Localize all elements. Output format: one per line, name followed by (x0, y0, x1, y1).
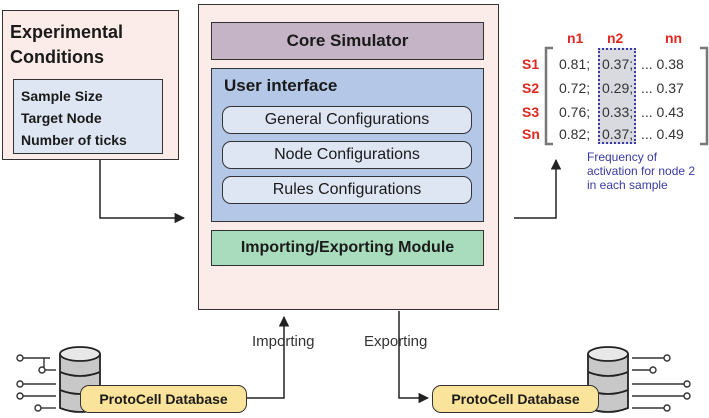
matrix-column-header: nn (665, 30, 683, 46)
rules-configurations-box: Rules Configurations (222, 176, 472, 204)
matrix-bracket-left (544, 46, 553, 146)
param-sample-size: Sample Size (21, 88, 103, 104)
frequency-note: Frequency of activation for node 2 in ea… (587, 150, 696, 192)
protocell-database-source: ProtoCell Database (80, 385, 247, 413)
database-icon-right (587, 346, 691, 413)
matrix-cell: ... 0.49 (641, 126, 684, 142)
matrix-cell-n2: 0.33; (602, 104, 634, 120)
arrow-exp-to-system (99, 160, 186, 224)
n2-column-highlight (598, 48, 636, 144)
matrix-row-label: S2 (522, 80, 540, 96)
param-target-node: Target Node (21, 110, 102, 126)
importing-exporting-module-box: Importing/Exporting Module (211, 230, 484, 266)
matrix-bracket-right (700, 46, 709, 146)
experimental-parameters-box: Sample Size Target Node Number of ticks (13, 79, 163, 154)
general-configurations-box: General Configurations (222, 106, 472, 134)
core-simulator-box: Core Simulator (211, 22, 484, 60)
matrix-column-header: n2 (607, 30, 624, 46)
matrix-cell: 0.81; (559, 56, 591, 72)
matrix-row-label: S1 (522, 56, 540, 72)
matrix-cell-n2: 0.37; (602, 56, 634, 72)
user-interface-title: User interface (224, 76, 338, 95)
matrix-column-header: n1 (567, 30, 584, 46)
matrix-cell: ... 0.38 (641, 56, 684, 72)
importing-label: Importing (252, 333, 315, 350)
exporting-label: Exporting (364, 333, 428, 350)
matrix-cell-n2: 0.29; (602, 80, 634, 96)
arrow-exporting (398, 311, 430, 404)
protocell-database-target: ProtoCell Database (432, 385, 599, 413)
matrix-cell: ... 0.37 (641, 80, 684, 96)
matrix-cell: 0.82; (559, 126, 591, 142)
node-configurations-box: Node Configurations (222, 141, 472, 169)
arrow-system-to-matrix (514, 158, 562, 219)
arrow-importing (247, 315, 290, 399)
matrix-row-label: S3 (522, 104, 540, 120)
matrix-cell: ... 0.43 (641, 104, 684, 120)
param-number-of-ticks: Number of ticks (21, 132, 127, 148)
matrix-row-label: Sn (522, 126, 540, 142)
experimental-conditions-title: Experimental Conditions (10, 22, 124, 67)
matrix-cell: 0.72; (559, 80, 591, 96)
matrix-cell-n2: 0.37; (602, 126, 634, 142)
matrix-cell: 0.76; (559, 104, 591, 120)
